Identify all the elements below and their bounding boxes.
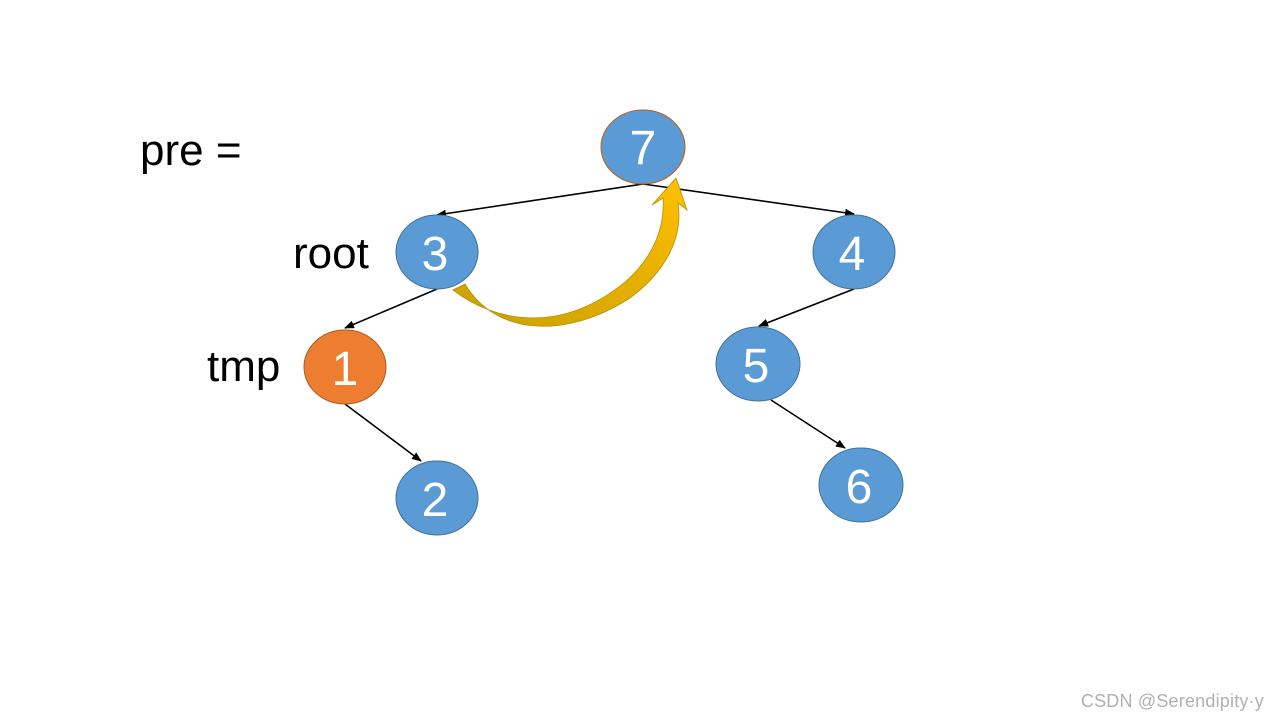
watermark: CSDN @Serendipity·y — [1080, 691, 1264, 711]
node-6-circle — [818, 447, 904, 523]
node-7: 7 — [600, 109, 686, 185]
node-3-circle — [395, 214, 479, 290]
node-5-label: 5 — [743, 340, 770, 393]
node-1-circle — [303, 329, 387, 405]
node-1: 1 — [303, 329, 387, 405]
node-2-circle — [395, 460, 479, 536]
node-7-circle — [600, 109, 686, 185]
edge-4-5 — [758, 288, 855, 327]
node-4: 4 — [812, 214, 896, 290]
node-5-circle — [715, 326, 801, 402]
edge-3-1 — [344, 288, 438, 329]
curved-arrow — [452, 177, 688, 327]
node-1-label: 1 — [332, 343, 359, 396]
node-6-label: 6 — [846, 461, 873, 514]
node-6: 6 — [818, 447, 904, 523]
node-3: 3 — [395, 214, 479, 290]
edge-7-3 — [436, 183, 644, 218]
node-4-label: 4 — [839, 228, 866, 281]
node-5: 5 — [715, 326, 801, 402]
edge-1-2 — [344, 403, 422, 462]
node-7-label: 7 — [630, 122, 657, 175]
root-label: root — [293, 229, 369, 278]
node-2-label: 2 — [422, 474, 449, 527]
node-4-circle — [812, 214, 896, 290]
tree-nodes: 7 3 4 1 5 2 6 — [303, 109, 904, 536]
tmp-label: tmp — [207, 342, 280, 391]
edge-5-6 — [770, 399, 846, 449]
node-2: 2 — [395, 460, 479, 536]
node-3-label: 3 — [422, 228, 449, 281]
pre-label: pre = — [140, 126, 242, 175]
